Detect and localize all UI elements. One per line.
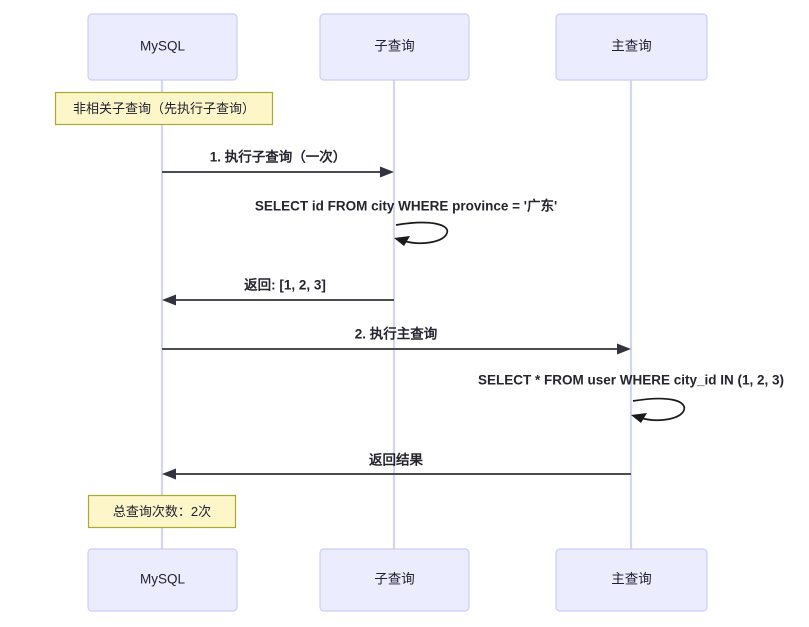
message-3-sql: SELECT * FROM user WHERE city_id IN (1, …	[478, 373, 784, 423]
actor-label-subquery-bottom: 子查询	[374, 572, 415, 587]
actor-box-mysql-top[interactable]	[87, 13, 238, 81]
self-loop-mainquery-path	[632, 397, 686, 421]
actor-label-mainquery-top: 主查询	[611, 39, 652, 54]
message-1-arrowhead	[380, 166, 394, 178]
message-1-label: 1. 执行子查询（一次）	[210, 149, 347, 165]
actor-header-mainquery[interactable]: 主查询	[555, 13, 708, 81]
lifelines-group	[160, 80, 633, 549]
actor-footer-mainquery[interactable]: 主查询	[555, 548, 708, 612]
note-label-bottom: 总查询次数：2次	[113, 504, 211, 519]
actor-label-mysql-bottom: MySQL	[140, 572, 186, 587]
actor-box-subquery-top[interactable]	[319, 13, 470, 81]
actor-label-subquery-top: 子查询	[374, 39, 415, 54]
self-loop-subquery-path	[395, 221, 449, 244]
message-4-arrowhead	[162, 468, 176, 480]
note-box-top	[54, 91, 274, 126]
note-label-top: 非相关子查询（先执行子查询）	[73, 101, 255, 116]
actor-label-mainquery-bottom: 主查询	[611, 572, 652, 587]
message-1: 1. 执行子查询（一次）	[162, 149, 394, 178]
message-2-arrowhead	[162, 294, 176, 306]
actor-label-mysql-top: MySQL	[140, 39, 186, 54]
message-3-sql-label: SELECT * FROM user WHERE city_id IN (1, …	[478, 373, 784, 388]
self-loop-mainquery-arrowhead	[631, 413, 647, 423]
actor-footer-mysql[interactable]: MySQL	[87, 548, 238, 612]
message-2: 返回: [1, 2, 3]	[162, 278, 394, 306]
actor-box-subquery-bottom[interactable]	[319, 548, 470, 612]
actor-footer-subquery[interactable]: 子查询	[319, 548, 470, 612]
note-box-bottom	[87, 494, 237, 529]
actor-box-mainquery-top[interactable]	[555, 13, 708, 81]
message-2-label: 返回: [1, 2, 3]	[244, 278, 326, 293]
message-3-label: 2. 执行主查询	[355, 326, 438, 342]
message-3-arrowhead	[617, 343, 631, 355]
actor-box-mysql-bottom[interactable]	[87, 548, 238, 612]
message-3: 2. 执行主查询	[162, 326, 631, 355]
actor-box-mainquery-bottom[interactable]	[555, 548, 708, 612]
message-1-sql-label: SELECT id FROM city WHERE province = '广东…	[255, 198, 557, 214]
message-4-label: 返回结果	[369, 452, 423, 468]
note-top: 非相关子查询（先执行子查询）	[54, 91, 274, 126]
message-4: 返回结果	[162, 452, 631, 480]
message-1-sql: SELECT id FROM city WHERE province = '广东…	[255, 198, 557, 246]
actor-header-mysql[interactable]: MySQL	[87, 13, 238, 81]
actor-header-subquery[interactable]: 子查询	[319, 13, 470, 81]
self-loop-subquery-arrowhead	[394, 236, 410, 246]
note-bottom: 总查询次数：2次	[87, 494, 237, 529]
